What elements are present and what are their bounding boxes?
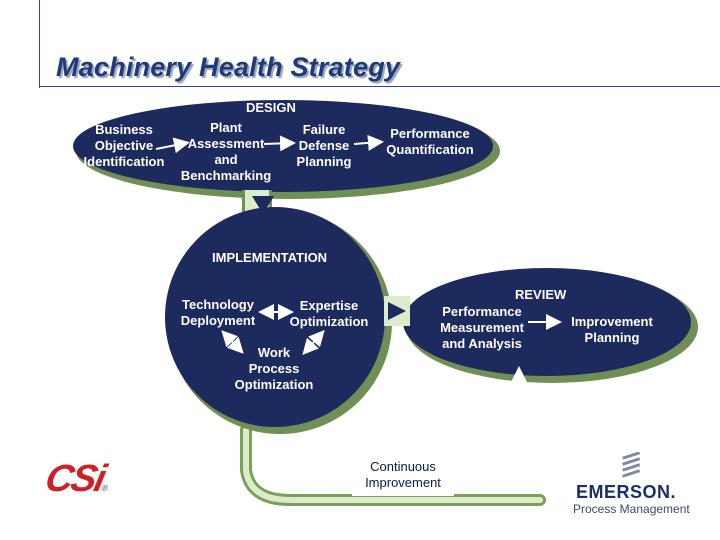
title-left-bar: [39, 0, 40, 88]
title-underline: [40, 86, 720, 87]
emerson-mark-icon: [622, 452, 641, 478]
implementation-heading: IMPLEMENTATION: [212, 250, 328, 265]
continuous-improvement-box: [352, 452, 454, 496]
review-heading: REVIEW: [515, 287, 567, 302]
csi-logo: CSi®: [41, 458, 108, 500]
design-heading: DESIGN: [246, 100, 296, 115]
design-flow-arrows: [155, 134, 384, 154]
implementation-to-review-connector: [384, 296, 410, 326]
emerson-logo: EMERSON.: [576, 482, 677, 502]
page-title: Machinery Health Strategy: [56, 52, 401, 82]
implementation-arrows: [221, 304, 325, 355]
emerson-subtitle: Process Management: [573, 502, 690, 516]
